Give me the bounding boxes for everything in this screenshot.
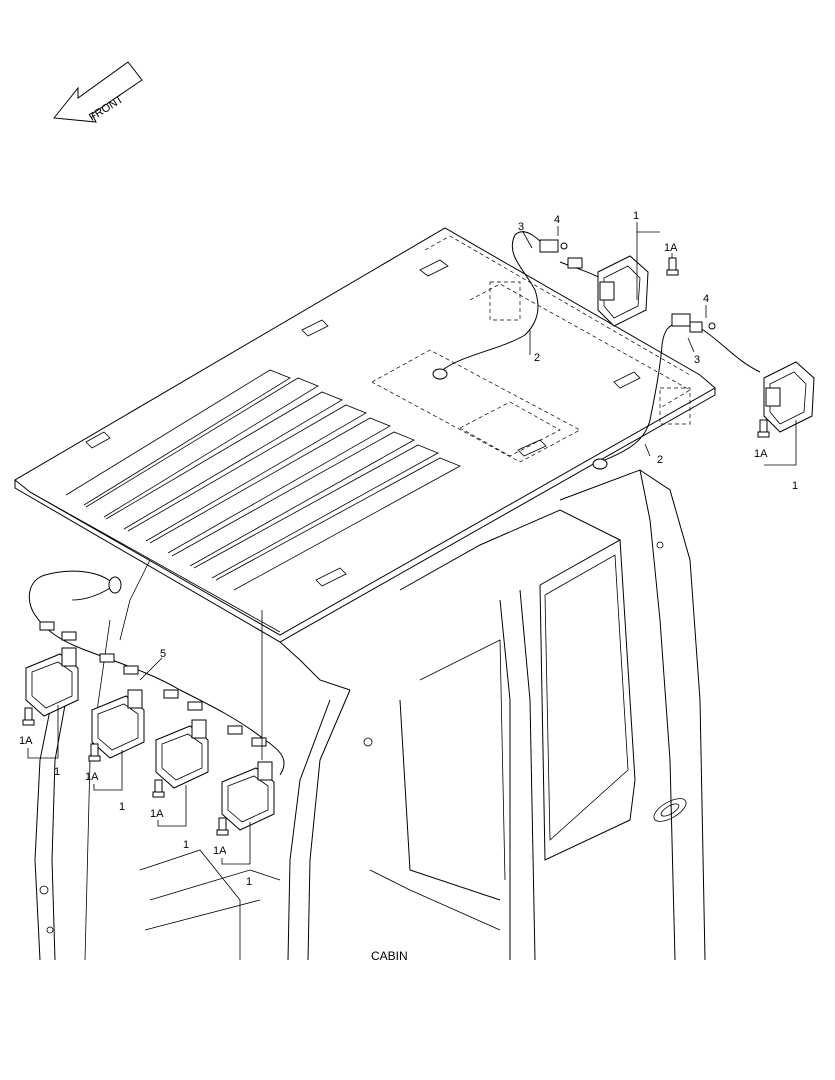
front-work-lamp-3 (155, 719, 209, 789)
front-work-lamp-2 (91, 689, 145, 759)
rear-wiring-harness (432, 231, 761, 470)
bulb-icon (152, 779, 165, 798)
callout-1a-lamp3: 1A (150, 808, 164, 820)
callout-1-lamp1: 1 (54, 766, 60, 778)
cabin-roof (14, 227, 716, 643)
callout-1a-lamp1: 1A (19, 735, 33, 747)
callout-1-lamp2: 1 (119, 801, 125, 813)
diagram-caption: CABIN (371, 949, 408, 963)
front-work-lamp-1 (25, 647, 79, 717)
callout-1a-top: 1A (664, 242, 678, 254)
callout-1a-right: 1A (754, 448, 768, 460)
bulb-icon (757, 419, 770, 438)
callout-3-right: 3 (694, 354, 700, 366)
callout-1-top: 1 (633, 210, 639, 222)
rear-work-lamp-2 (763, 361, 815, 433)
cabin-body (34, 469, 706, 961)
callout-1-lamp3: 1 (183, 839, 189, 851)
callout-1a-lamp4: 1A (213, 845, 227, 857)
front-wiring-harness (28, 570, 285, 776)
bulb-icon (22, 707, 35, 726)
front-arrow-icon (53, 61, 143, 123)
connector-icon (39, 621, 267, 747)
callout-2-top: 2 (534, 352, 540, 364)
callout-5: 5 (160, 648, 166, 660)
bulb-icon (666, 257, 679, 276)
callout-4-right: 4 (703, 293, 709, 305)
callout-4-top: 4 (554, 214, 560, 226)
callout-2-right: 2 (657, 454, 663, 466)
callout-1-right: 1 (792, 480, 798, 492)
callout-3-top: 3 (518, 221, 524, 233)
callout-1-lamp4: 1 (246, 876, 252, 888)
rear-work-lamp-1 (597, 255, 649, 327)
leader-lines (27, 222, 797, 865)
bulb-icon (216, 817, 229, 836)
bulb-icon (88, 743, 101, 762)
callout-1a-lamp2: 1A (85, 771, 99, 783)
front-work-lamp-4 (221, 761, 275, 831)
